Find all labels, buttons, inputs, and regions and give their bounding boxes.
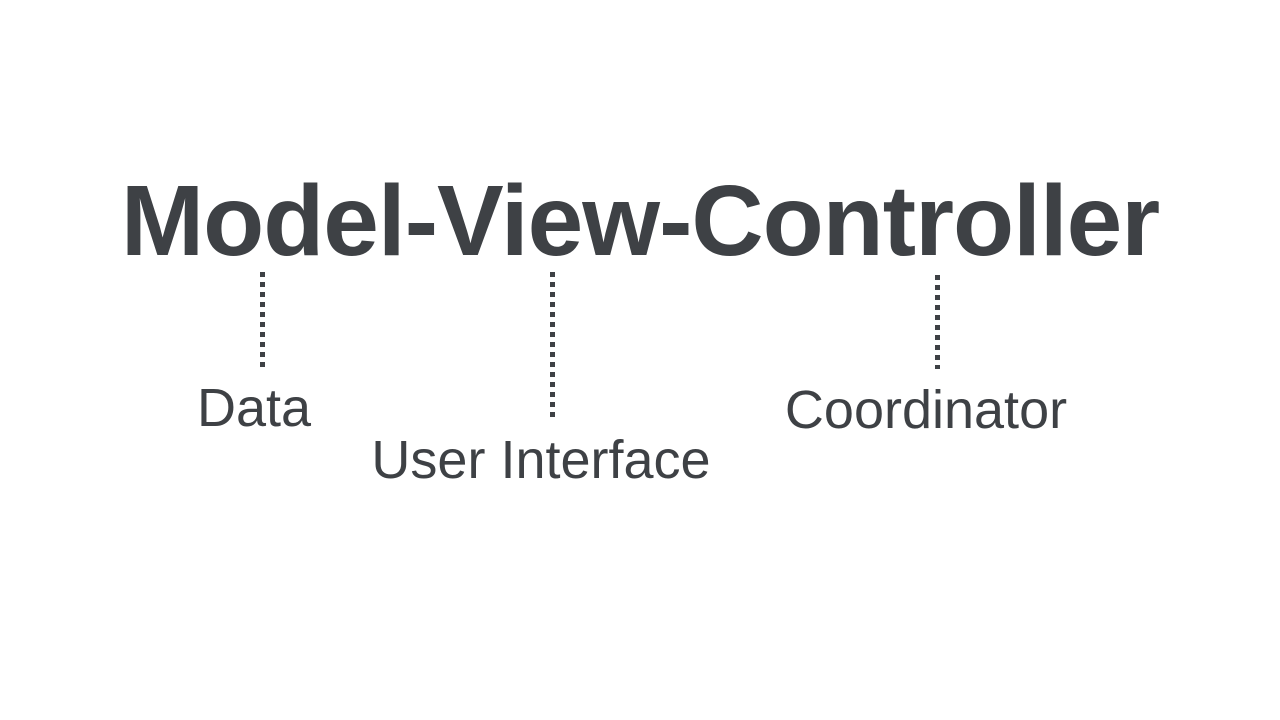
page-title: Model-View-Controller — [120, 165, 1160, 277]
label-user-interface: User Interface — [371, 430, 711, 490]
dotted-connector-model-to-data — [260, 272, 265, 368]
label-coordinator: Coordinator — [784, 380, 1068, 440]
dotted-connector-controller-to-coordinator — [935, 275, 940, 369]
dotted-connector-view-to-user-interface — [550, 272, 555, 418]
label-data: Data — [196, 378, 312, 438]
